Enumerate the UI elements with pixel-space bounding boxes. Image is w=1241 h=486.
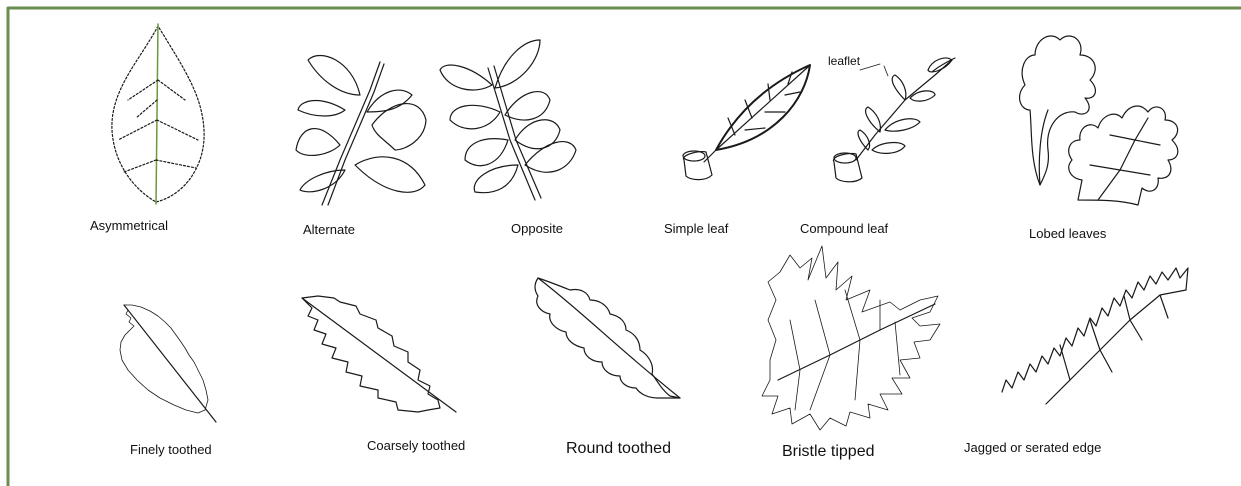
compound-leaf (833, 58, 955, 182)
label-alternate: Alternate (303, 222, 355, 237)
finely-toothed-leaf (120, 305, 216, 422)
label-jagged-edge: Jagged or serated edge (964, 440, 1101, 455)
label-simple-leaf: Simple leaf (664, 221, 728, 236)
label-compound-leaf: Compound leaf (800, 221, 888, 236)
alternate-leaves (296, 55, 426, 205)
simple-leaf (683, 65, 810, 180)
opposite-leaves (440, 40, 576, 200)
label-lobed-leaves: Lobed leaves (1029, 226, 1106, 241)
label-coarsely-toothed: Coarsely toothed (367, 438, 465, 453)
label-bristle-tipped: Bristle tipped (782, 443, 875, 461)
coarsely-toothed-leaf (302, 296, 456, 412)
bristle-tipped-leaf (762, 246, 940, 430)
diagram-frame (8, 8, 1241, 486)
round-toothed-leaf (535, 278, 680, 398)
jagged-edge-leaf (1002, 268, 1188, 404)
label-leaflet: leaflet (828, 54, 860, 68)
label-asymmetrical: Asymmetrical (90, 218, 168, 233)
label-finely-toothed: Finely toothed (130, 442, 212, 457)
label-round-toothed: Round toothed (566, 440, 671, 458)
label-opposite: Opposite (511, 221, 563, 236)
lobed-leaves (1020, 36, 1178, 205)
asymmetrical-leaf (112, 24, 204, 204)
